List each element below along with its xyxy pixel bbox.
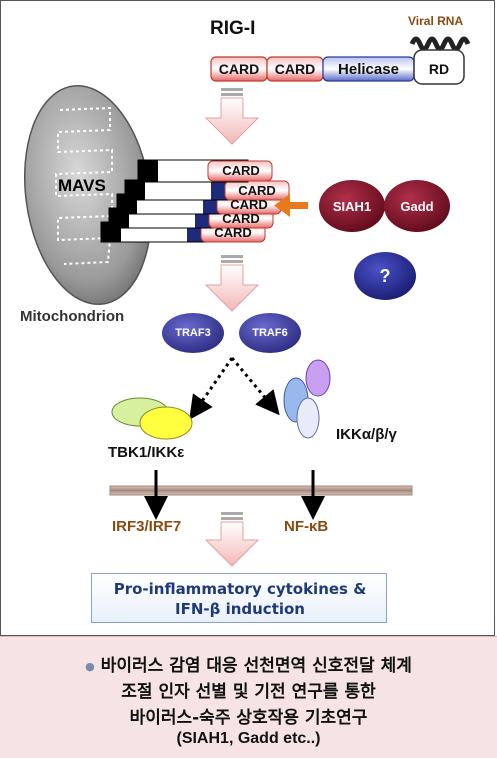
traf3-node <box>162 313 224 353</box>
mavs-card-label-1: CARD <box>222 163 260 178</box>
gadd-node <box>384 180 450 232</box>
siah1-node <box>319 180 385 232</box>
unknown-node <box>354 252 416 300</box>
mitochondrion-label: Mitochondrion <box>20 308 125 325</box>
dotted-arrow-left <box>189 357 234 420</box>
mavs-card-label-4: CARD <box>222 211 260 226</box>
caption-line-2: 조절 인자 선별 및 기전 연구를 통한 <box>121 682 376 702</box>
rig-i-label: RIG-I <box>210 18 256 39</box>
mavs-stack <box>100 159 290 243</box>
mavs-card-label-5: CARD <box>214 225 252 240</box>
caption-line-3: 바이러스-숙주 상호작용 기초연구 <box>129 708 368 728</box>
traf3-label: TRAF3 <box>175 327 211 339</box>
nfkb-label: NF-κB <box>284 518 329 535</box>
ikk-label: IKKα/β/γ <box>336 426 397 443</box>
viral-rna-icon <box>409 36 471 52</box>
caption-line-4: (SIAH1, Gadd etc..) <box>176 730 321 747</box>
unknown-label: ? <box>379 266 391 286</box>
mavs-card-label-3: CARD <box>230 197 268 212</box>
mavs-card-label-2: CARD <box>238 183 276 198</box>
result-line-1: Pro-inflammatory cytokines & <box>113 580 367 598</box>
result-box: Pro-inflammatory cytokines & IFN-β induc… <box>91 573 387 623</box>
caption-text-1: 바이러스 감염 대응 선천면역 신호전달 체계 <box>100 656 412 676</box>
rig-card-2-label: CARD <box>274 61 316 77</box>
caption-panel: ● 바이러스 감염 대응 선천면역 신호전달 체계 조절 인자 선별 및 기전 연… <box>0 636 497 758</box>
nuclear-membrane <box>109 485 413 496</box>
caption-line-1: ● 바이러스 감염 대응 선천면역 신호전달 체계 <box>0 651 497 676</box>
big-arrow-2 <box>204 255 260 312</box>
result-line-2: IFN-β induction <box>175 600 305 618</box>
traf6-node <box>239 313 301 353</box>
big-arrow-1 <box>204 88 260 145</box>
inhibition-arrow <box>274 194 308 217</box>
gadd-label: Gadd <box>400 199 434 214</box>
viral-rna-label: Viral RNA <box>408 14 464 28</box>
rig-i-protein <box>210 49 465 85</box>
tbk1-label: TBK1/IKKε <box>108 444 185 461</box>
dotted-arrow-right <box>230 357 280 416</box>
signaling-diagram <box>23 36 471 567</box>
big-arrow-3 <box>204 512 260 567</box>
rig-card-1-label: CARD <box>218 61 260 77</box>
irf-label: IRF3/IRF7 <box>112 518 182 535</box>
rig-rd <box>413 49 465 85</box>
mavs-label: MAVS <box>58 176 106 195</box>
ikk-complex <box>283 359 331 439</box>
tbk1-complex <box>111 397 193 440</box>
traf6-label: TRAF6 <box>252 327 288 339</box>
siah1-label: SIAH1 <box>332 199 372 214</box>
rig-helicase-label: Helicase <box>338 61 399 78</box>
caption-bullet-icon: ● <box>85 659 95 673</box>
rig-rd-label: RD <box>428 61 450 77</box>
